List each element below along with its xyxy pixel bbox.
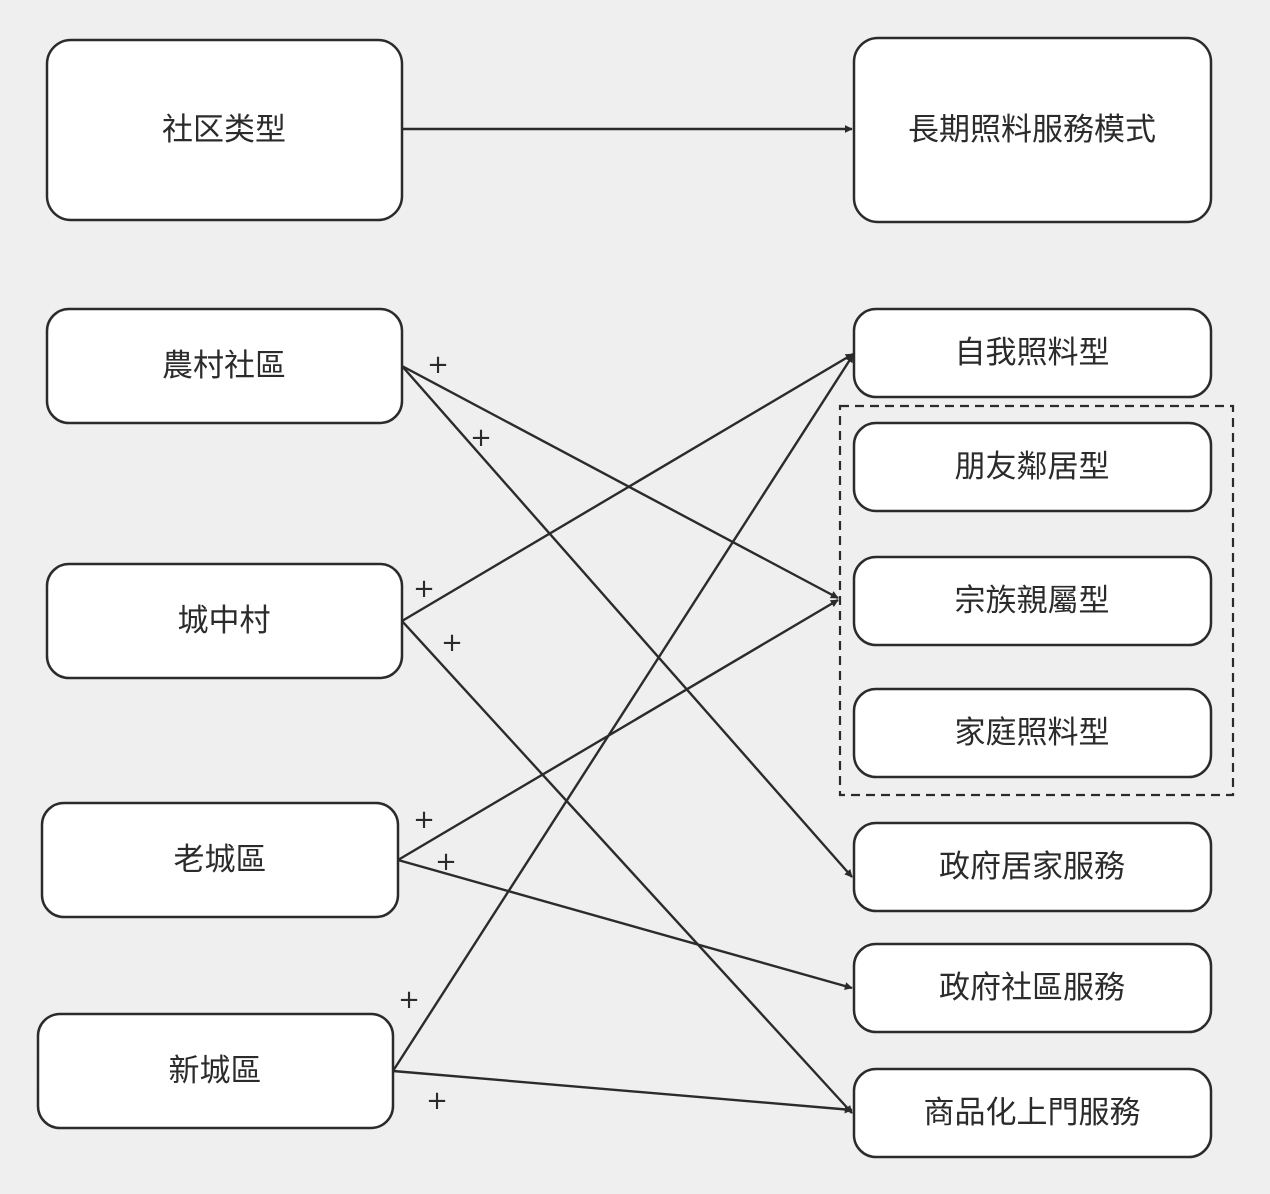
edge-old-town-to-gov-community (397, 858, 853, 990)
care-label-family-care: 家庭照料型 (955, 715, 1110, 751)
care-label-friends-neighbors: 朋友鄰居型 (955, 449, 1110, 485)
sign-urban-village-commercial: + (441, 628, 463, 658)
header-right-title: 長期照料服務模式 (908, 112, 1156, 148)
edge-urban-village-to-commercial (401, 620, 853, 1114)
care-node-gov-home: 政府居家服務 (852, 821, 1213, 913)
care-label-clan-relatives: 宗族親屬型 (955, 583, 1110, 619)
sign-old-town-informal: + (413, 805, 435, 835)
care-label-commercial: 商品化上門服務 (924, 1095, 1141, 1131)
sign-new-town-commercial: + (426, 1086, 448, 1116)
sign-urban-village-self-care: + (413, 574, 435, 604)
care-node-self-care: 自我照料型 (852, 307, 1213, 399)
care-node-family-care: 家庭照料型 (852, 687, 1213, 779)
community-node-urban-village: 城中村 (45, 562, 404, 680)
sign-new-town-self-care: + (398, 985, 420, 1015)
edge-rural-to-gov-home (401, 365, 853, 878)
edge-rural-to-informal (401, 364, 839, 600)
care-node-friends-neighbors: 朋友鄰居型 (852, 421, 1213, 513)
care-node-clan-relatives: 宗族親屬型 (852, 555, 1213, 647)
community-node-old-town: 老城區 (40, 801, 400, 919)
community-node-new-town: 新城區 (36, 1012, 395, 1130)
header-right-box (852, 36, 1213, 224)
sign-old-town-gov-community: + (435, 847, 457, 877)
community-label-old-town: 老城區 (174, 842, 267, 878)
care-node-gov-community: 政府社區服務 (852, 942, 1213, 1034)
sign-rural-informal: + (427, 350, 449, 380)
care-label-gov-home: 政府居家服務 (939, 849, 1125, 885)
informal-care-group-box (838, 404, 1235, 797)
community-label-urban-village: 城中村 (178, 603, 271, 639)
header-left-title: 社区类型 (162, 112, 286, 148)
care-label-gov-community: 政府社區服務 (939, 970, 1125, 1006)
community-node-rural: 農村社區 (45, 307, 404, 425)
sign-rural-gov-home: + (470, 423, 492, 453)
community-label-rural: 農村社區 (162, 348, 286, 384)
care-node-commercial: 商品化上門服務 (852, 1067, 1213, 1159)
edge-new-town-to-self-care (391, 354, 855, 1072)
edge-new-town-to-commercial (392, 1069, 853, 1114)
edge-urban-village-to-self-care (401, 352, 854, 623)
care-label-self-care: 自我照料型 (955, 335, 1110, 371)
edge-old-town-to-informal (397, 598, 839, 862)
community-label-new-town: 新城區 (169, 1053, 262, 1089)
